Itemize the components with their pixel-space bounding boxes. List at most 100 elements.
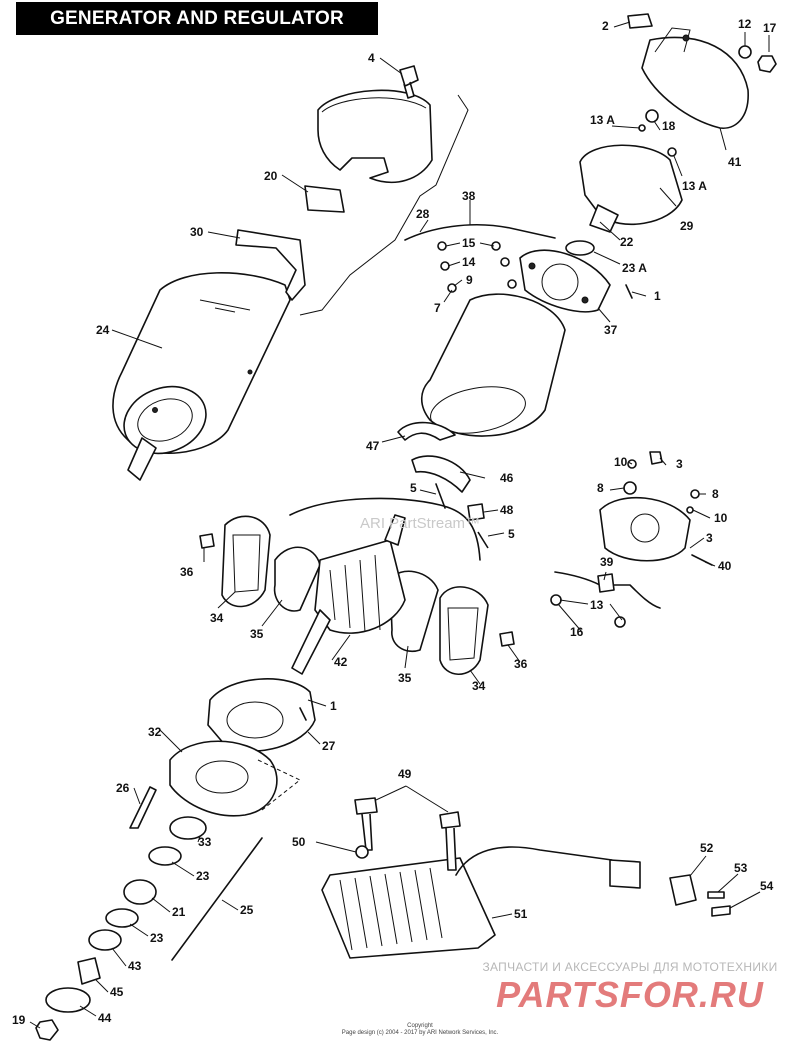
callout-36-right: 36 (514, 657, 528, 671)
washer-12 (738, 45, 752, 59)
field-wiring (289, 497, 481, 561)
bolt-49a (354, 797, 378, 851)
callout-54: 54 (760, 879, 774, 893)
field-coil-right (439, 586, 489, 675)
connector-52 (609, 859, 641, 889)
nut-19 (35, 1019, 59, 1041)
callout-34-right: 34 (472, 679, 486, 693)
washer-44 (45, 987, 91, 1013)
callout-8-right: 8 (712, 487, 719, 501)
bolt-49b (439, 811, 461, 871)
callout-13: 13 (590, 598, 604, 612)
callout-7: 7 (434, 301, 441, 315)
callout-35-left: 35 (250, 627, 264, 641)
copyright-notice: Copyright Page design (c) 2004 - 2017 by… (340, 1023, 500, 1037)
callout-29: 29 (680, 219, 694, 233)
callout-23a: 23 A (622, 261, 647, 275)
footer-brand: PARTSFOR.RU (496, 974, 764, 1015)
callout-18: 18 (662, 119, 676, 133)
copyright-label: Copyright (407, 1023, 433, 1029)
callout-19: 19 (12, 1013, 26, 1027)
callout-9: 9 (466, 273, 473, 287)
callout-1-upper: 1 (654, 289, 661, 303)
leader-lines (29, 21, 770, 1029)
callout-24: 24 (96, 323, 110, 337)
callout-53: 53 (734, 861, 748, 875)
armature-42 (314, 539, 406, 634)
brush-clip (304, 185, 345, 213)
callout-27: 27 (322, 739, 336, 753)
brush-wires (554, 571, 661, 609)
end-frame-37 (519, 249, 611, 313)
callout-42: 42 (334, 655, 348, 669)
cover-band (317, 89, 433, 184)
end-head-27 (207, 678, 316, 752)
callout-22: 22 (620, 235, 634, 249)
brush-plate (599, 496, 691, 562)
callout-30: 30 (190, 225, 204, 239)
page-design-credit: Page design (c) 2004 - 2017 by ARI Netwo… (341, 1030, 499, 1036)
callout-23-upper: 23 (196, 869, 210, 883)
callout-49: 49 (398, 767, 412, 781)
callout-17: 17 (763, 21, 777, 35)
terminal-54 (711, 905, 731, 917)
ring-23b (105, 908, 139, 928)
generator-assembly (112, 272, 291, 481)
lockwasher-50 (355, 845, 369, 859)
callout-26: 26 (116, 781, 130, 795)
callout-4: 4 (368, 51, 375, 65)
callout-41: 41 (728, 155, 742, 169)
callout-44: 44 (98, 1011, 112, 1025)
callout-20: 20 (264, 169, 278, 183)
screw-36b (499, 631, 515, 647)
nut-17 (757, 55, 777, 73)
wire-38 (404, 223, 556, 241)
callout-5-upper: 5 (410, 481, 417, 495)
gasket-32 (169, 740, 278, 817)
callout-8-left: 8 (597, 481, 604, 495)
callout-15: 15 (462, 236, 476, 250)
pole-shoe-left (273, 546, 321, 612)
callout-2: 2 (602, 19, 609, 33)
callout-5-lower: 5 (508, 527, 515, 541)
regulator-lead (455, 846, 613, 876)
callout-16: 16 (570, 625, 584, 639)
callout-10-lower: 10 (714, 511, 728, 525)
callout-40: 40 (718, 559, 732, 573)
bearing-33 (169, 816, 207, 840)
terminal-53 (707, 891, 725, 899)
through-bolt-25 (171, 837, 263, 961)
callout-52: 52 (700, 841, 714, 855)
page-title: GENERATOR AND REGULATOR (50, 8, 344, 29)
washer-43 (88, 929, 122, 951)
screw-4 (399, 65, 419, 99)
seal-23a (565, 240, 595, 256)
ring-23 (148, 846, 182, 866)
callout-12: 12 (738, 17, 752, 31)
callout-3-lower: 3 (706, 531, 713, 545)
screw-36 (199, 533, 215, 549)
gear-45 (77, 957, 101, 985)
callout-34-left: 34 (210, 611, 224, 625)
callout-47: 47 (366, 439, 380, 453)
callout-37: 37 (604, 323, 618, 337)
mounting-strap (235, 229, 306, 301)
callout-43: 43 (128, 959, 142, 973)
screw-2 (627, 13, 653, 29)
callout-28: 28 (416, 207, 430, 221)
bearing-21 (123, 879, 157, 905)
field-frame (420, 293, 566, 437)
footer-parts-line: ЗАПЧАСТИ И АКСЕССУАРЫ ДЛЯ МОТОТЕХНИКИ (482, 960, 778, 974)
band-47 (397, 421, 456, 441)
callout-14: 14 (462, 255, 476, 269)
callout-36-left: 36 (180, 565, 194, 579)
regulator-51 (321, 857, 496, 959)
callout-38: 38 (462, 189, 476, 203)
callout-46: 46 (500, 471, 514, 485)
screw-26 (129, 786, 157, 829)
callout-23-lower: 23 (150, 931, 164, 945)
callout-1-lower: 1 (330, 699, 337, 713)
callout-45: 45 (110, 985, 124, 999)
